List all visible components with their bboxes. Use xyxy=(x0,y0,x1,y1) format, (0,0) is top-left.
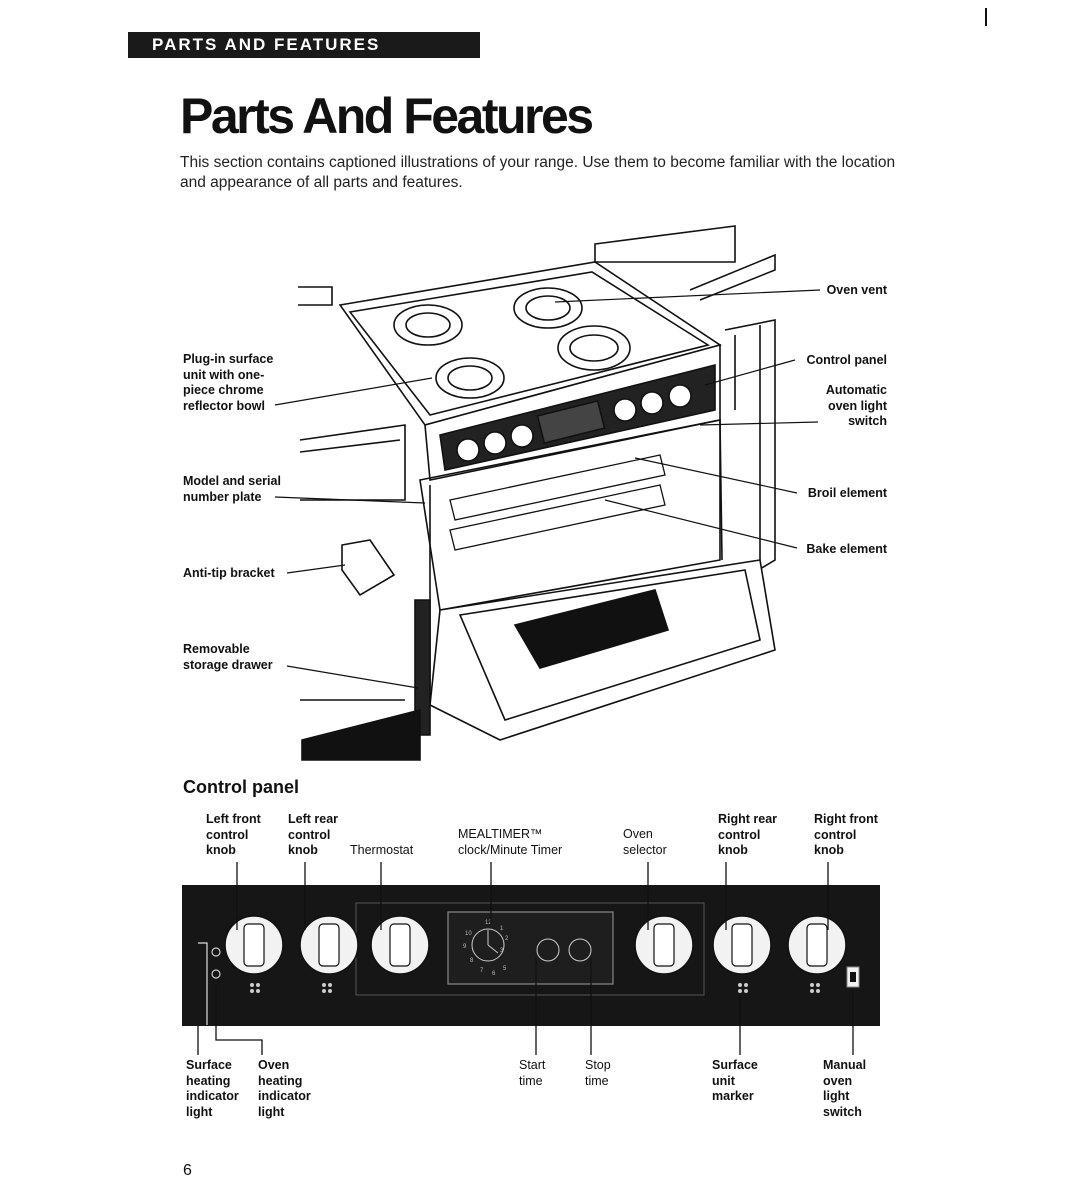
range-illustration xyxy=(274,225,821,761)
callout-oven-vent: Oven vent xyxy=(826,283,887,297)
section-banner: PARTS AND FEATURES xyxy=(128,32,480,58)
control-panel-heading: Control panel xyxy=(183,777,299,797)
callout-broil-element: Broil element xyxy=(807,486,887,500)
page-edge-mark xyxy=(985,8,987,26)
svg-text:12: 12 xyxy=(485,920,492,926)
svg-text:2: 2 xyxy=(505,936,509,942)
svg-text:10: 10 xyxy=(465,931,472,937)
intro-paragraph: This section contains captioned illustra… xyxy=(180,154,896,191)
page-title: Parts And Features xyxy=(180,88,594,144)
svg-text:1: 1 xyxy=(500,926,504,932)
svg-text:7: 7 xyxy=(480,968,484,974)
callout-control-panel: Control panel xyxy=(806,353,887,367)
callout-anti-tip-bracket: Anti-tip bracket xyxy=(183,566,275,580)
svg-text:8: 8 xyxy=(470,958,474,964)
label-thermostat: Thermostat xyxy=(350,843,414,857)
page-number: 6 xyxy=(183,1162,192,1179)
svg-text:3: 3 xyxy=(500,948,504,954)
svg-text:5: 5 xyxy=(503,966,507,972)
control-panel-illustration: 12 12 3 10 9 87 6 5 xyxy=(182,862,880,1055)
callout-bake-element: Bake element xyxy=(806,542,887,556)
svg-text:9: 9 xyxy=(463,944,467,950)
svg-text:6: 6 xyxy=(492,971,496,977)
